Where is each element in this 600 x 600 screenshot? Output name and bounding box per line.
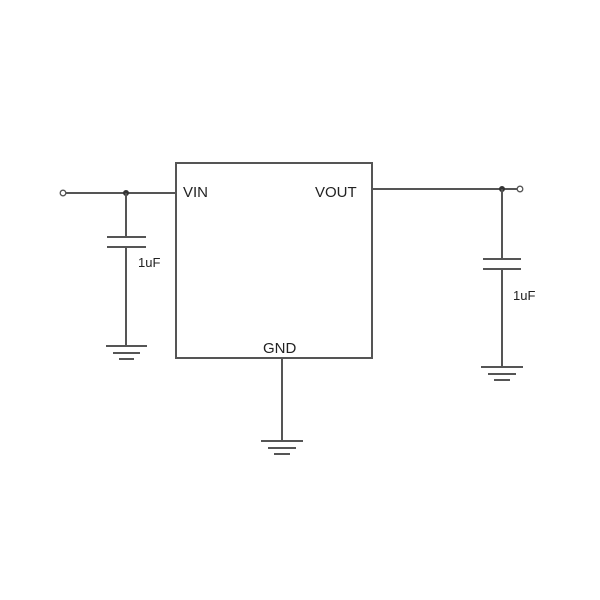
vin-pin-label: VIN	[183, 184, 208, 201]
output-terminal	[516, 185, 524, 193]
input-ground-icon	[106, 345, 147, 360]
gnd-pin-label: GND	[263, 340, 297, 357]
input-capacitor-label: 1uF	[138, 255, 160, 270]
output-ground-icon	[481, 366, 523, 381]
regulator-ground-icon	[261, 440, 303, 455]
regulator-body	[175, 162, 373, 359]
vout-pin-label: VOUT	[315, 184, 357, 201]
output-capacitor-label: 1uF	[513, 288, 535, 303]
input-terminal	[59, 189, 67, 197]
